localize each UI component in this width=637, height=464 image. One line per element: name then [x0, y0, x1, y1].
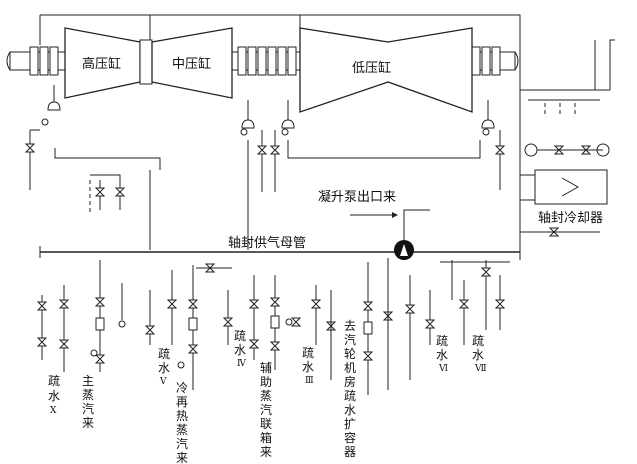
svg-text:辅: 辅: [260, 361, 272, 375]
svg-text:来: 来: [176, 451, 188, 464]
drain-x-label: 疏 水 Ⅹ: [48, 373, 60, 416]
lp-leakoff-line: [287, 140, 481, 159]
svg-text:水: 水: [344, 403, 356, 417]
svg-text:蒸: 蒸: [176, 423, 188, 437]
branch-lines: [36, 258, 510, 395]
drain-v-label: 疏 水 Ⅴ: [158, 346, 170, 387]
svg-text:再: 再: [176, 395, 188, 409]
condensate-inlet: 凝升泵出口来: [318, 189, 430, 260]
gland-cooler: 轴封冷却器: [520, 39, 615, 237]
lp-cylinder: 低压缸: [299, 27, 473, 113]
svg-text:热: 热: [176, 409, 188, 423]
svg-text:Ⅵ: Ⅵ: [438, 364, 448, 374]
left-valve-group: [89, 174, 126, 215]
svg-text:蒸: 蒸: [82, 388, 94, 402]
seal-supply-header: 轴封供气母管: [39, 235, 521, 258]
hp-ip-coupling: [139, 39, 153, 85]
condensate-inlet-label: 凝升泵出口来: [318, 189, 396, 205]
svg-text:去: 去: [344, 319, 356, 333]
svg-text:冷: 冷: [176, 381, 188, 395]
svg-text:疏: 疏: [48, 373, 60, 388]
svg-text:水: 水: [472, 348, 484, 362]
drain-iii-label: 疏 水 Ⅲ: [302, 345, 314, 386]
gland-cooler-label: 轴封冷却器: [538, 211, 603, 226]
hp-cylinder-label: 高压缸: [82, 56, 121, 72]
svg-text:水: 水: [436, 348, 448, 362]
svg-text:汽: 汽: [260, 402, 272, 417]
ip-cylinder: 中压缸: [151, 27, 233, 99]
svg-text:Ⅶ: Ⅶ: [474, 364, 487, 374]
cold-reheat-label: 冷 再 热 蒸 汽 来: [176, 381, 188, 464]
svg-text:机: 机: [344, 361, 356, 375]
svg-text:器: 器: [344, 445, 356, 459]
header-label: 轴封供气母管: [228, 235, 306, 251]
svg-text:Ⅳ: Ⅳ: [237, 359, 247, 369]
svg-text:水: 水: [234, 343, 246, 357]
svg-text:Ⅲ: Ⅲ: [305, 376, 314, 386]
svg-text:水: 水: [48, 389, 60, 403]
hp-cylinder: 高压缸: [64, 27, 141, 99]
svg-text:疏: 疏: [302, 345, 314, 360]
lp-cylinder-label: 低压缸: [352, 60, 391, 76]
svg-text:疏: 疏: [234, 328, 246, 343]
svg-text:房: 房: [344, 374, 356, 389]
svg-text:蒸: 蒸: [260, 389, 272, 403]
svg-text:Ⅴ: Ⅴ: [159, 377, 167, 387]
svg-text:汽: 汽: [82, 401, 94, 416]
seal-drain-lines: [24, 129, 506, 195]
svg-text:Ⅹ: Ⅹ: [50, 406, 57, 416]
svg-text:水: 水: [302, 360, 314, 374]
svg-text:箱: 箱: [260, 430, 272, 445]
svg-text:疏: 疏: [344, 388, 356, 403]
svg-text:汽: 汽: [176, 436, 188, 451]
svg-text:容: 容: [344, 430, 356, 445]
svg-text:疏: 疏: [158, 346, 170, 361]
drain-vii-label: 疏 水 Ⅶ: [472, 333, 487, 374]
svg-text:联: 联: [260, 417, 272, 431]
svg-text:汽: 汽: [344, 332, 356, 347]
fan-icon-left: [524, 143, 538, 157]
svg-text:扩: 扩: [344, 417, 356, 431]
svg-text:水: 水: [158, 361, 170, 375]
seal-regulators: [41, 85, 495, 136]
svg-text:疏: 疏: [472, 333, 484, 348]
hp-leakoff-line: [54, 148, 161, 170]
svg-text:来: 来: [82, 416, 94, 430]
aux-steam-label: 辅 助 蒸 汽 联 箱 来: [260, 361, 272, 459]
main-steam-label: 主 蒸 汽 来: [82, 374, 94, 430]
svg-text:疏: 疏: [436, 333, 448, 348]
svg-text:来: 来: [260, 445, 272, 459]
flash-tank-label: 去 汽 轮 机 房 疏 水 扩 容 器: [344, 319, 356, 459]
svg-text:主: 主: [82, 374, 94, 388]
svg-text:轮: 轮: [344, 347, 356, 361]
ip-cylinder-label: 中压缸: [172, 56, 211, 72]
svg-text:助: 助: [260, 375, 272, 389]
drain-vi-label: 疏 水 Ⅵ: [436, 333, 448, 374]
drain-iv-label: 疏 水 Ⅳ: [234, 328, 247, 369]
